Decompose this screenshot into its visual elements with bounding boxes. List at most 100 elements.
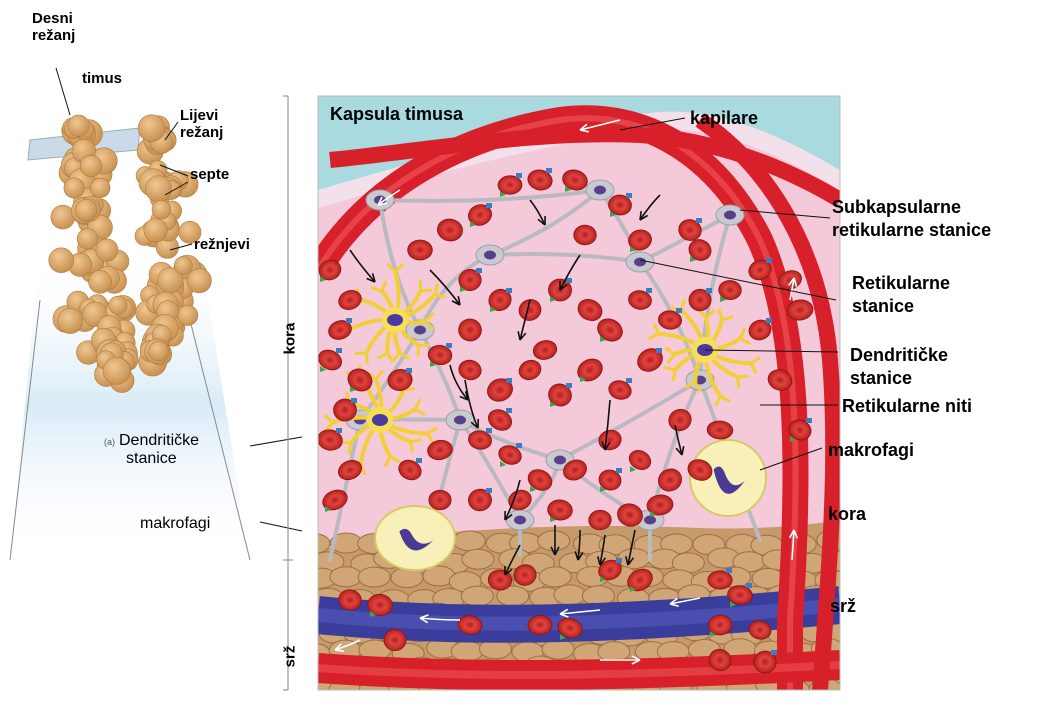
gland-lobule [58,308,83,333]
label-makrofagi: makrofagi [828,440,914,461]
label-desni-line1: Desni [32,10,75,27]
label-retikularne-niti: Retikularne niti [842,396,972,417]
label-lijevi-line2: režanj [180,124,223,141]
blood-cell [384,629,407,651]
receptor-marker [506,288,512,293]
label-srz: srž [830,596,856,617]
label-septe: septe [190,166,229,183]
gland-lobule [96,239,118,261]
gland-lobule [77,228,98,249]
label-subkapsularne: Subkapsularne retikularne stanice [832,196,991,243]
gland-lobule [144,218,167,241]
gland-lobule [64,178,84,198]
label-retikularne-line1: Retikularne [852,272,950,295]
receptor-marker [771,650,777,655]
blood-cell [408,240,433,260]
medulla-cell [330,567,362,587]
medulla-cell [539,567,571,587]
projection-cone [10,250,250,560]
label-left-dendriticke: (a) Dendritičke stanice [104,432,199,469]
blood-cell [708,571,733,590]
medulla-cell [451,641,483,661]
reticular-nucleus [594,186,606,195]
receptor-marker [346,318,352,323]
medulla-cell [453,531,485,551]
label-lijevi-rezanj: Lijevi režanj [180,107,223,142]
side-label-srz: srž [282,637,299,677]
receptor-marker [646,288,652,293]
label-kapilare: kapilare [690,108,758,129]
gland-lobule [68,115,90,137]
gland-lobule [152,200,171,219]
medulla-cell [538,531,570,551]
receptor-marker [656,348,662,353]
reticular-nucleus [634,258,646,267]
reticular-nucleus [414,326,426,335]
medulla-cell [358,567,390,587]
reticular-nucleus [514,516,526,525]
receptor-marker [676,308,682,313]
label-dendriticke-line1: Dendritičke [850,344,948,367]
label-lijevi-line1: Lijevi [180,107,223,124]
receptor-marker [506,378,512,383]
gland-lobule [75,199,97,221]
label-left-dendriticke-line1: Dendritičke [119,432,199,449]
reticular-nucleus [554,456,566,465]
receptor-marker [516,443,522,448]
gland-lobule [80,155,102,177]
reticular-nucleus [724,211,736,220]
gland-lobule [51,205,75,229]
receptor-marker [566,383,572,388]
label-desni-rezanj: Desni režanj [32,10,75,45]
receptor-marker [351,398,357,403]
label-dendriticke-stanice: Dendritičke stanice [850,344,948,391]
receptor-marker [406,368,412,373]
label-retikularne-stanice: Retikularne stanice [852,272,950,319]
receptor-marker [476,268,482,273]
receptor-marker [486,428,492,433]
panel-tag: (a) [104,437,115,447]
blood-cell [429,490,451,509]
main-panel [298,96,860,700]
dendritic-nucleus [387,314,403,326]
gland-lobule [49,248,74,273]
receptor-marker [766,318,772,323]
receptor-marker [516,173,522,178]
gland-lobule [109,296,127,314]
receptor-marker [616,558,622,563]
receptor-marker [626,378,632,383]
label-kora: kora [828,504,866,525]
label-dendriticke-line2: stanice [850,367,948,390]
receptor-marker [506,408,512,413]
reticular-nucleus [484,251,496,260]
blood-cell [574,225,597,245]
receptor-marker [446,343,452,348]
receptor-marker [486,488,492,493]
receptor-marker [806,418,812,423]
gland-lobule [178,305,198,325]
reticular-nucleus [454,416,466,425]
gland-lobule [138,115,165,142]
receptor-marker [486,203,492,208]
label-timus: timus [82,70,122,87]
label-reznjevi: režnjevi [194,236,250,253]
label-retikularne-line2: stanice [852,295,950,318]
receptor-marker [336,348,342,353]
medulla-cell [462,549,494,569]
receptor-marker [726,568,732,573]
medulla-cell [461,586,493,606]
label-desni-line2: režanj [32,27,75,44]
gland-lobule [187,269,211,293]
gland-lobule [146,176,172,202]
gland-lobule [149,341,169,361]
label-left-dendriticke-line2: stanice [104,450,199,468]
receptor-marker [416,458,422,463]
gland-lobule [89,270,112,293]
macrophage-body [375,506,455,570]
region-bracket [283,96,293,690]
label-subkapsularne-line2: retikularne stanice [832,219,991,242]
receptor-marker [706,288,712,293]
label-subkapsularne-line1: Subkapsularne [832,196,991,219]
receptor-marker [696,218,702,223]
blood-cell [498,175,523,194]
